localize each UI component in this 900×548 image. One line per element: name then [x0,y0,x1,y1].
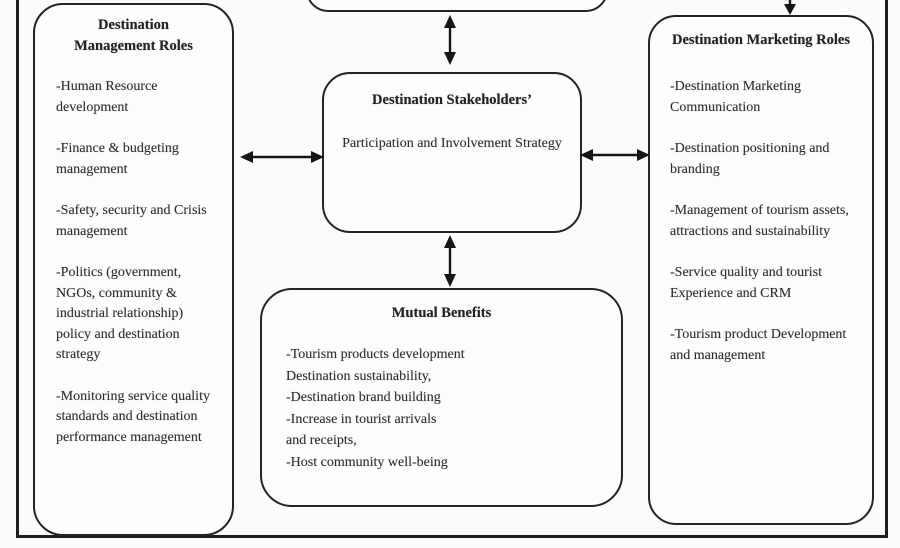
marketing-item: -Management of tourism assets, attractio… [670,203,849,239]
marketing-item: -Service quality and tourist Experience … [670,265,823,301]
down-arrow-into-marketing-icon [784,0,796,15]
cropped-top-box [306,0,608,12]
stakeholders-box-title: Destination Stakeholders’ [372,92,532,108]
bidirectional-arrow-bottom-icon [444,235,456,287]
management-box-title: Destination Management Roles [74,17,193,54]
mutual-benefit-line: Destination sustainability, [286,368,432,384]
marketing-items: -Destination Marketing Communication -De… [650,77,872,366]
management-item: -Finance & budgeting management [56,141,179,177]
figure-border [16,0,888,538]
mutual-benefit-line: -Destination brand building [286,390,441,405]
mutual-benefits-lines: -Tourism products development Destinatio… [262,344,621,473]
mutual-benefits-box: Mutual Benefits -Tourism products develo… [260,288,623,507]
mutual-benefit-line: -Increase in tourist arrivals [286,411,437,427]
destination-marketing-roles-box: Destination Marketing Roles -Destination… [648,15,874,525]
destination-management-roles-box: Destination Management Roles -Human Reso… [33,3,234,536]
management-item: -Politics (government, NGOs, community &… [56,265,184,362]
mutual-benefits-title: Mutual Benefits [391,305,492,321]
mutual-benefit-line: and receipts, [286,433,357,448]
mutual-benefit-line: -Tourism products development [286,347,465,362]
management-item: -Safety, security and Crisis management [56,203,207,239]
management-item: -Monitoring service quality standards an… [56,388,210,445]
management-items: -Human Resource development -Finance & b… [35,77,232,448]
stakeholders-box-subtitle: Participation and Involvement Strategy [342,136,562,151]
destination-stakeholders-box: Destination Stakeholders’ Participation … [322,72,582,233]
bidirectional-arrow-top-icon [444,15,456,65]
marketing-item: -Destination positioning and branding [670,141,830,177]
mutual-benefit-line: -Host community well-being [286,454,448,470]
bidirectional-arrow-left-icon [240,151,324,163]
bidirectional-arrow-right-icon [580,149,650,161]
marketing-box-title: Destination Marketing Roles [671,32,850,48]
marketing-item: -Destination Marketing Communication [670,79,802,115]
management-item: -Human Resource development [56,79,158,115]
marketing-item: -Tourism product Development and managem… [670,327,847,363]
